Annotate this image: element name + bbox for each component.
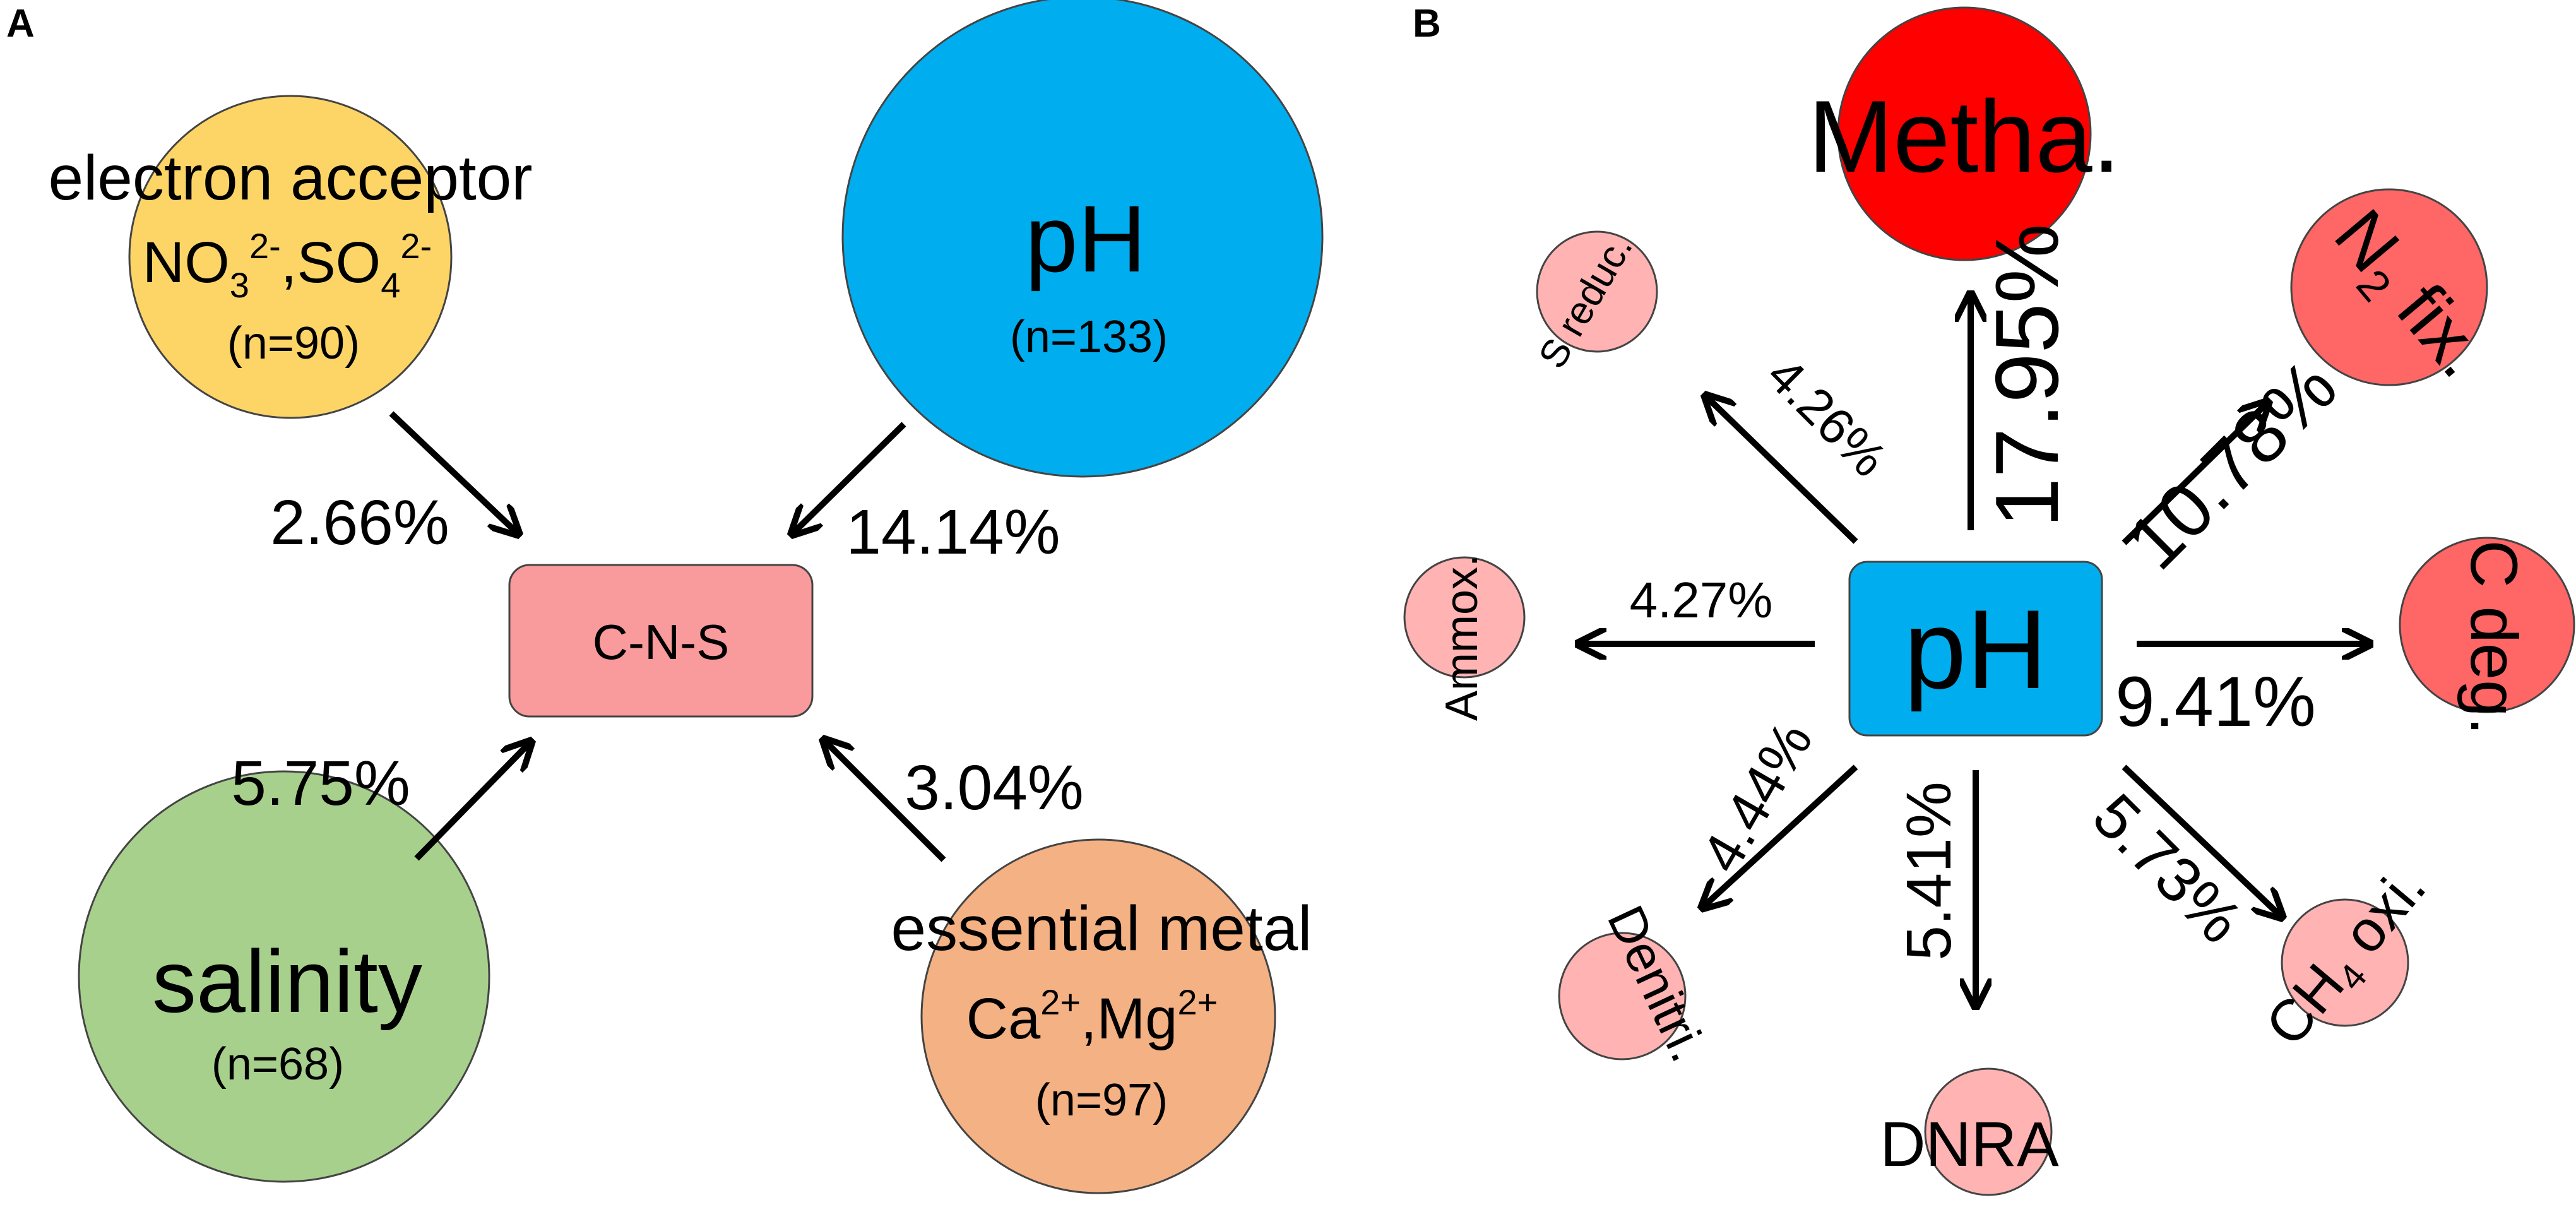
cdeg-circle: [2399, 537, 2575, 713]
salinity-title: salinity: [152, 932, 422, 1031]
electron-acceptor-circle: [128, 95, 453, 419]
electron-acceptor-node: electron acceptor NO32-,SO42- (n=90): [48, 95, 533, 419]
arrow-salinity-to-cns: [414, 744, 529, 861]
arrow-ph-to-cns: [794, 422, 906, 532]
electron-acceptor-title: electron acceptor: [48, 143, 532, 213]
ch4oxi-circle: [2281, 898, 2409, 1027]
sreduc-circle: [1536, 230, 1658, 353]
metha-value: 17.95%: [1977, 223, 2077, 528]
denitri-value: 4.44%: [1690, 711, 1825, 882]
arrow-ph-to-n2fix: [2122, 404, 2266, 545]
ph-center-label: pH: [1904, 586, 2048, 712]
ph-n: (n=133): [1010, 312, 1168, 362]
ph-center-box: [1848, 561, 2103, 737]
n2fix-circle: [2290, 188, 2488, 386]
salinity-n: (n=68): [211, 1039, 344, 1090]
salinity-node: salinity (n=68): [78, 770, 490, 1183]
essential-metal-node: essential metal Ca2+,Mg2+ (n=97): [891, 838, 1312, 1194]
ph-node: pH (n=133): [841, 0, 1324, 478]
electron-acceptor-ions: NO32-,SO42-: [143, 226, 432, 305]
cns-node: C-N-S: [508, 564, 814, 718]
metha-label: Metha.: [1808, 80, 2120, 194]
dnra-label: DNRA: [1880, 1109, 2059, 1180]
electron-acceptor-value: 2.66%: [270, 487, 449, 558]
essential-metal-title: essential metal: [891, 893, 1312, 964]
arrow-ph-to-sreduc: [1707, 398, 1858, 544]
essential-metal-value: 3.04%: [905, 752, 1084, 823]
ammox-circle: [1403, 556, 1526, 679]
ph-circle: [841, 0, 1324, 478]
salinity-circle: [78, 770, 490, 1183]
cdeg-label: C deg.: [2457, 540, 2531, 735]
ph-value: 14.14%: [846, 497, 1060, 567]
panel-b-letter: B: [1413, 2, 1441, 45]
essential-metal-n: (n=97): [1035, 1075, 1168, 1126]
arrow-ph-to-ch4oxi: [2122, 764, 2280, 915]
cdeg-value: 9.41%: [2115, 662, 2316, 741]
metha-circle: [1837, 6, 2092, 261]
ph-title: pH: [1025, 186, 1146, 292]
n2fix-value: 10.78%: [2111, 344, 2353, 586]
cns-box: [508, 564, 814, 718]
salinity-value: 5.75%: [231, 748, 410, 819]
dnra-value: 5.41%: [1894, 781, 1964, 961]
arrow-ph-to-denitri: [1704, 764, 1858, 906]
dnra-circle: [1924, 1067, 2053, 1196]
essential-metal-ions: Ca2+,Mg2+: [966, 982, 1218, 1051]
ammox-value: 4.27%: [1630, 572, 1773, 628]
panel-b: B Metha. N2 fix. C deg. CH4 oxi. DNRA De…: [1403, 2, 2575, 1196]
cns-label: C-N-S: [593, 614, 730, 670]
electron-acceptor-n: (n=90): [227, 318, 360, 369]
arrow-metal-to-cns: [826, 742, 946, 862]
arrow-electron-to-cns: [389, 411, 516, 532]
ammox-label: Ammox.: [1437, 554, 1487, 721]
panel-a: A electron acceptor NO32-,SO42- (n=90) p…: [6, 0, 1324, 1194]
panel-a-letter: A: [6, 2, 35, 45]
ph-center-node: pH: [1848, 561, 2103, 737]
denitri-circle: [1558, 932, 1687, 1060]
essential-metal-circle: [920, 838, 1276, 1194]
